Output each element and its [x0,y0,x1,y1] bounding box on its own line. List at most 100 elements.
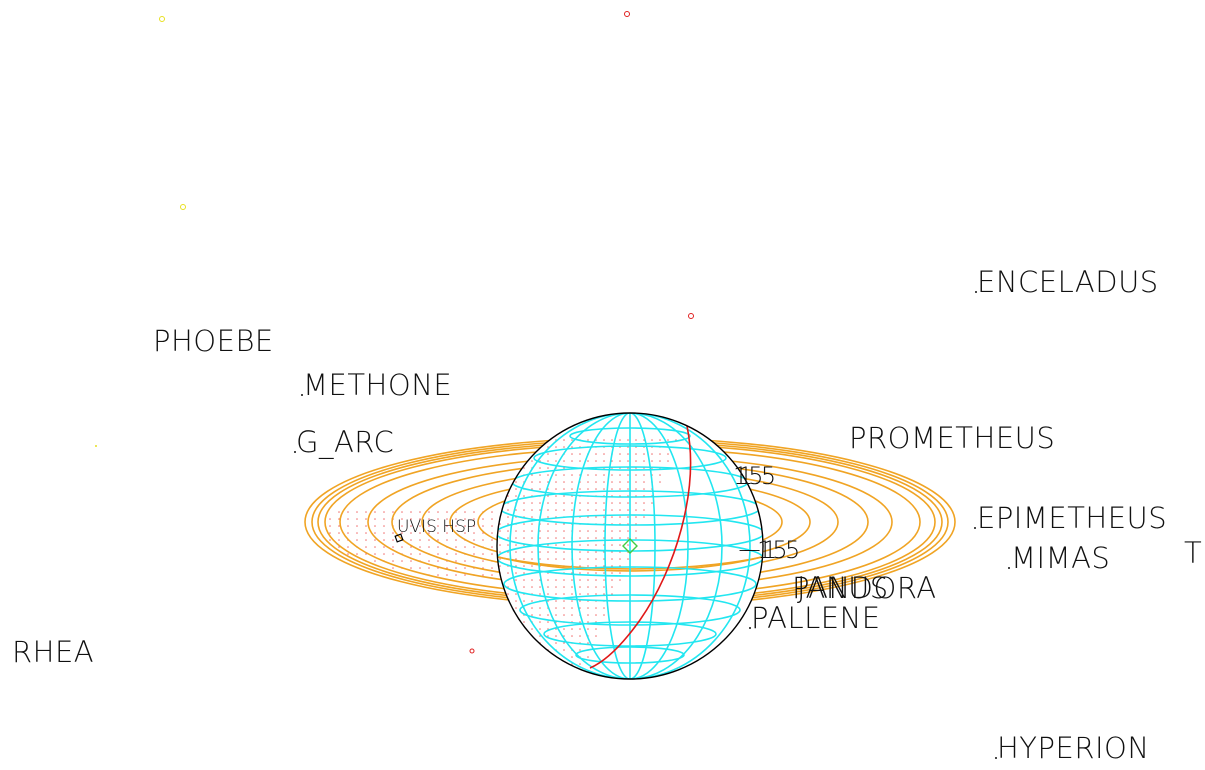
shadow-dot [419,546,421,548]
shadow-dot [455,574,457,576]
night-dot [579,670,581,672]
night-dot [587,481,589,483]
shadow-dot [401,560,403,562]
night-dot [627,516,629,518]
moon-label-prometheus: PROMETHEUS [849,421,1055,455]
shadow-dot [410,567,412,569]
night-dot [571,628,573,630]
night-dot [499,523,501,525]
star-marker [159,16,165,22]
night-dot [547,614,549,616]
moon-label-mimas: MIMAS [1011,541,1110,575]
shadow-dot [491,525,493,527]
shadow-dot [383,539,385,541]
night-dot [587,572,589,574]
shadow-dot [338,511,340,513]
night-dot [603,439,605,441]
night-dot [619,481,621,483]
night-dot [563,579,565,581]
shadow-dot [365,532,367,534]
night-dot [603,516,605,518]
night-dot [499,551,501,553]
moon-label-methone: METHONE [303,368,452,402]
night-dot [603,488,605,490]
night-dot [539,551,541,553]
night-dot [563,600,565,602]
night-dot [563,509,565,511]
shadow-dot [329,518,331,520]
night-dot [539,663,541,665]
night-dot [507,530,509,532]
night-dot [563,663,565,665]
shadow-dot [464,532,466,534]
meridian-line [604,413,656,679]
night-dot [579,551,581,553]
shadow-dot [347,511,349,513]
night-dot [571,656,573,658]
night-dot [651,460,653,462]
night-dot [595,593,597,595]
night-dot [539,628,541,630]
night-dot [555,537,557,539]
night-dot [643,481,645,483]
night-dot [499,530,501,532]
night-dot [579,537,581,539]
night-dot [563,614,565,616]
night-dot [595,530,597,532]
night-dot [571,509,573,511]
shadow-dot [491,532,493,534]
shadow-dot [473,518,475,520]
night-dot [563,439,565,441]
night-dot [515,635,517,637]
night-dot [547,460,549,462]
shadow-dot [392,532,394,534]
shadow-dot [374,518,376,520]
moon-label-pandora: PANDORA [792,571,937,605]
night-dot [539,593,541,595]
night-dot [499,544,501,546]
night-dot [523,537,525,539]
lat-label-1-5: 1.5 [738,462,776,490]
night-dot [635,502,637,504]
night-dot [579,488,581,490]
night-dot [611,439,613,441]
shadow-dot [383,532,385,534]
shadow-dot [482,560,484,562]
shadow-dot [410,539,412,541]
night-dot [571,481,573,483]
night-dot [571,453,573,455]
night-dot [563,628,565,630]
night-dot [547,453,549,455]
night-dot [595,474,597,476]
night-dot [555,474,557,476]
shadow-dot [464,560,466,562]
night-dot [619,537,621,539]
night-dot [547,509,549,511]
night-dot [643,453,645,455]
shadow-dot [437,511,439,513]
night-dot [595,537,597,539]
night-dot [595,572,597,574]
shadow-dot [374,525,376,527]
night-dot [555,488,557,490]
night-dot [507,642,509,644]
night-dot [563,593,565,595]
night-dot [563,495,565,497]
night-dot [651,502,653,504]
night-dot [643,502,645,504]
night-dot [587,439,589,441]
night-dot [667,453,669,455]
night-dot [595,607,597,609]
night-dot [619,488,621,490]
night-dot [515,593,517,595]
night-dot [507,572,509,574]
night-dot [595,614,597,616]
shadow-dot [491,518,493,520]
night-dot [499,642,501,644]
night-dot [507,635,509,637]
night-dot [587,565,589,567]
shadow-dot [374,553,376,555]
night-dot [531,509,533,511]
night-dot [515,495,517,497]
night-dot [611,572,613,574]
